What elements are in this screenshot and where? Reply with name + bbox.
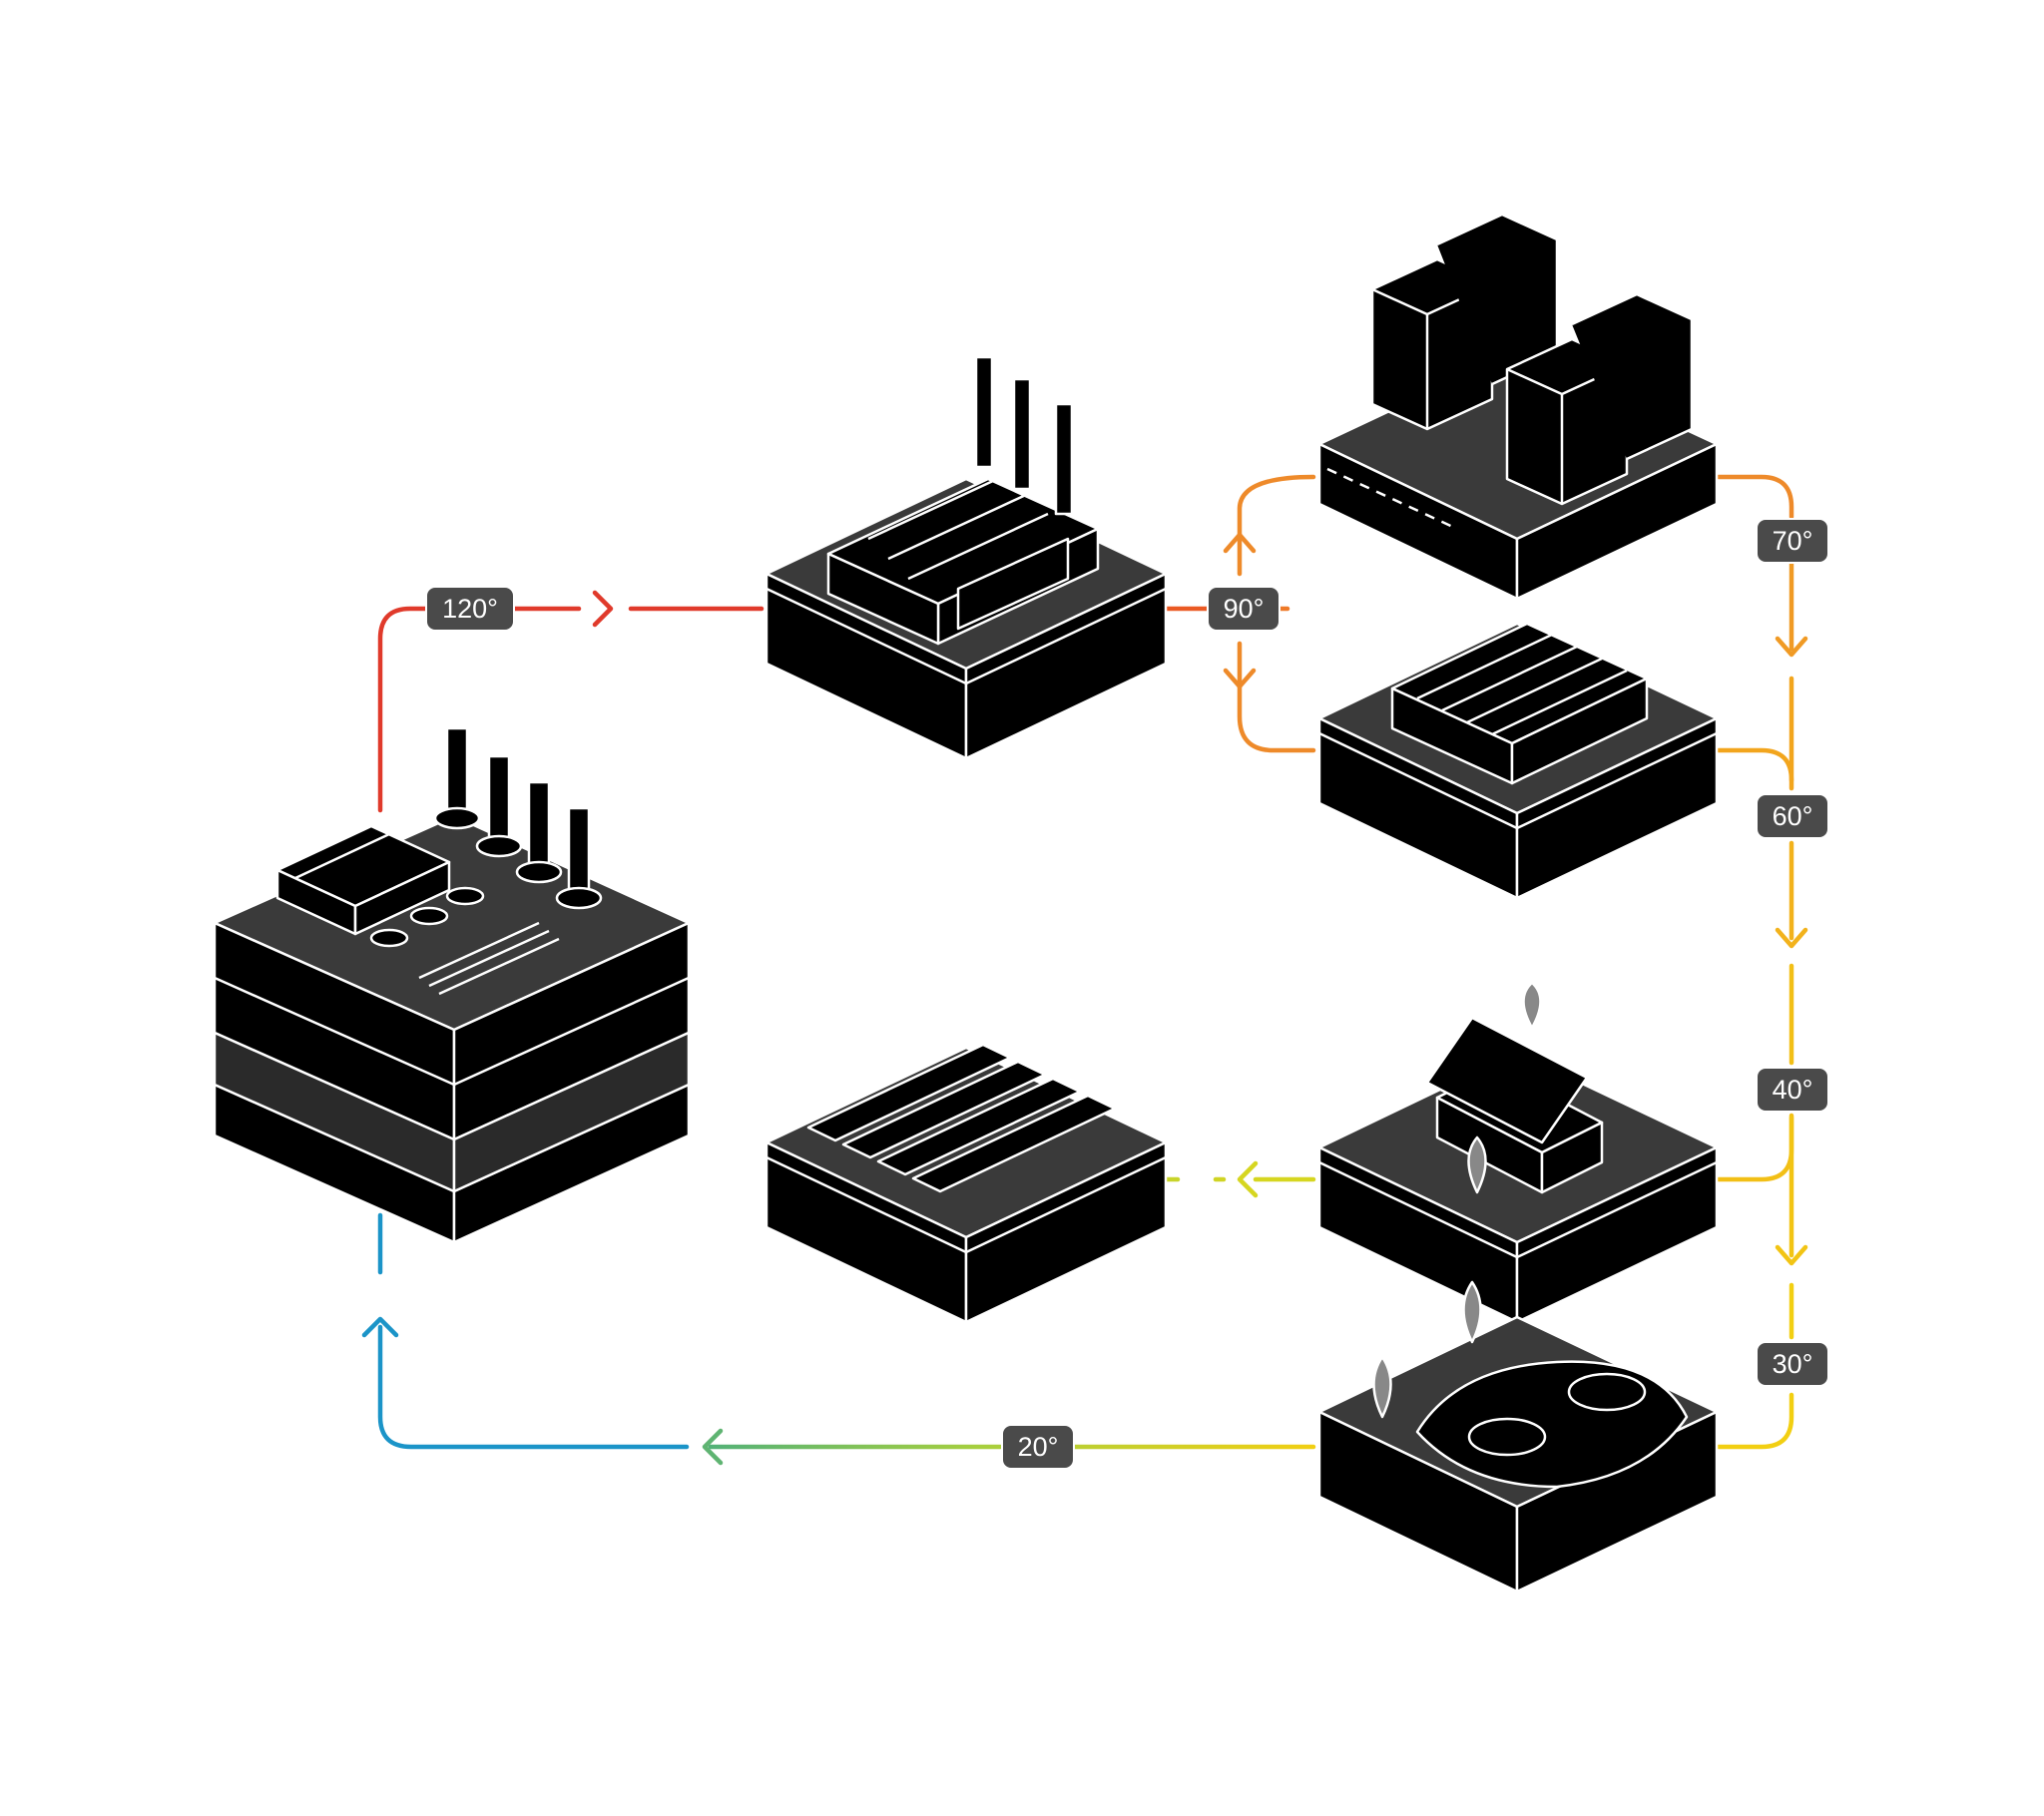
crop-field-block — [765, 1043, 1168, 1324]
fish-pond — [1567, 1372, 1647, 1412]
factory-block — [765, 355, 1168, 760]
svg-text:90°: 90° — [1224, 594, 1265, 624]
svg-text:30°: 30° — [1773, 1349, 1813, 1379]
fish-farm-block — [1317, 1280, 1719, 1593]
temperature-labels: 120° 90° 70° 60° 40° 30° 20° — [425, 518, 1829, 1470]
arrow-down-icon — [1775, 636, 1808, 658]
flow-120-line — [377, 606, 429, 813]
tree-icon — [1372, 1355, 1392, 1419]
arrow-left-icon — [702, 1428, 724, 1466]
svg-text:20°: 20° — [1018, 1432, 1059, 1462]
svg-text:120°: 120° — [442, 594, 498, 624]
arrow-right-icon — [592, 590, 614, 628]
arrow-up-icon — [1223, 532, 1257, 554]
arrow-down-icon — [1775, 927, 1808, 949]
svg-text:60°: 60° — [1773, 801, 1813, 831]
svg-text:40°: 40° — [1773, 1075, 1813, 1105]
svg-text:70°: 70° — [1773, 526, 1813, 556]
tree-icon — [1467, 1135, 1487, 1194]
label-70: 70° — [1756, 518, 1829, 564]
greenhouse-block — [1317, 622, 1719, 900]
chimney — [445, 726, 469, 820]
arrow-down-icon — [1223, 668, 1257, 689]
tree-icon — [1522, 981, 1542, 1030]
label-40: 40° — [1756, 1067, 1829, 1113]
arrow-up-icon — [361, 1316, 399, 1338]
arrow-down-icon — [1775, 1244, 1808, 1266]
house-block — [1317, 981, 1719, 1324]
power-plant-block — [213, 726, 691, 1244]
office-towers-block — [1317, 213, 1719, 601]
label-120: 120° — [425, 586, 515, 632]
label-30: 30° — [1756, 1341, 1829, 1387]
label-90: 90° — [1207, 586, 1280, 632]
fish-pond — [1467, 1417, 1547, 1457]
label-60: 60° — [1756, 793, 1829, 839]
flow-lines — [361, 474, 1808, 1466]
label-20: 20° — [1001, 1424, 1075, 1470]
arrow-left-icon — [1237, 1160, 1259, 1198]
tree-icon — [1349, 627, 1369, 698]
tree-icon — [1462, 1280, 1482, 1344]
